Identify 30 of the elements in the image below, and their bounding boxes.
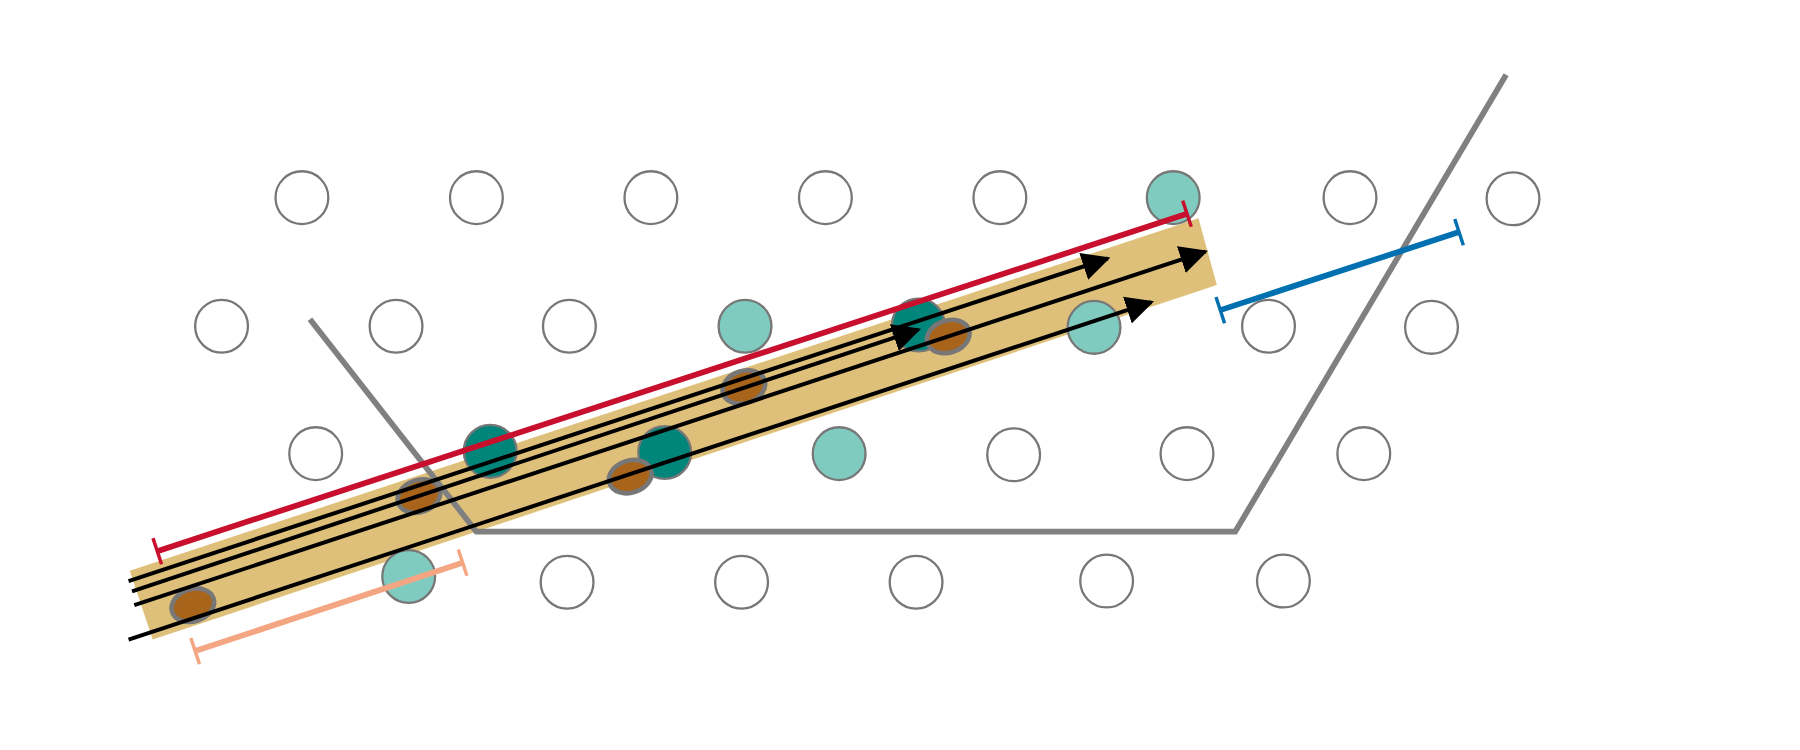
open-circle — [714, 554, 770, 610]
open-circle — [1322, 170, 1378, 226]
open-circle — [288, 426, 344, 482]
open-circle — [448, 170, 504, 226]
open-circle — [1403, 299, 1460, 355]
open-circle — [972, 170, 1028, 226]
open-circle — [888, 554, 944, 610]
open-circle — [1336, 426, 1392, 482]
open-circle — [274, 170, 330, 226]
filled-circle — [1066, 299, 1122, 355]
filled-circle — [381, 548, 437, 604]
ellipse-mark — [169, 586, 217, 625]
open-circle — [541, 298, 597, 354]
open-circle — [623, 170, 679, 226]
open-circle — [1485, 171, 1541, 227]
ellipse-mark — [395, 477, 443, 516]
filled-circle — [717, 298, 773, 354]
open-circle — [194, 298, 250, 354]
open-circle — [797, 170, 853, 226]
open-circle — [1159, 426, 1215, 482]
filled-circle — [811, 426, 867, 482]
open-circle — [539, 554, 595, 610]
open-circle — [1240, 298, 1297, 354]
open-circle — [986, 427, 1042, 483]
open-circle — [1079, 553, 1135, 609]
ellipse-mark — [606, 457, 654, 496]
filled-circle — [462, 423, 518, 479]
open-circle — [368, 298, 424, 354]
filled-circle — [1145, 170, 1201, 226]
open-circle — [1255, 553, 1311, 609]
